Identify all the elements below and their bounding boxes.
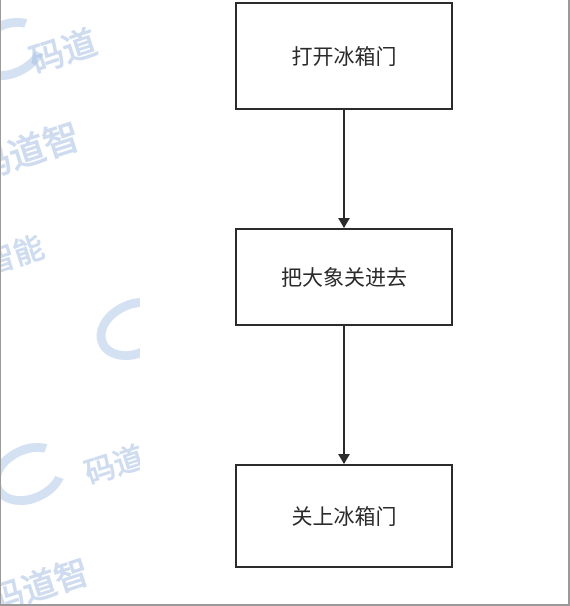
node-label: 打开冰箱门 xyxy=(291,45,397,69)
frame-border-right xyxy=(568,0,570,606)
node-label: 关上冰箱门 xyxy=(291,505,397,529)
frame-border-left xyxy=(0,0,1,606)
node-label: 把大象关进去 xyxy=(281,266,407,290)
frame-border-bottom xyxy=(0,604,570,606)
step-open-fridge-door: 打开冰箱门 xyxy=(235,2,453,110)
step-close-fridge-door: 关上冰箱门 xyxy=(235,464,453,568)
step-put-elephant-in: 把大象关进去 xyxy=(235,228,453,326)
